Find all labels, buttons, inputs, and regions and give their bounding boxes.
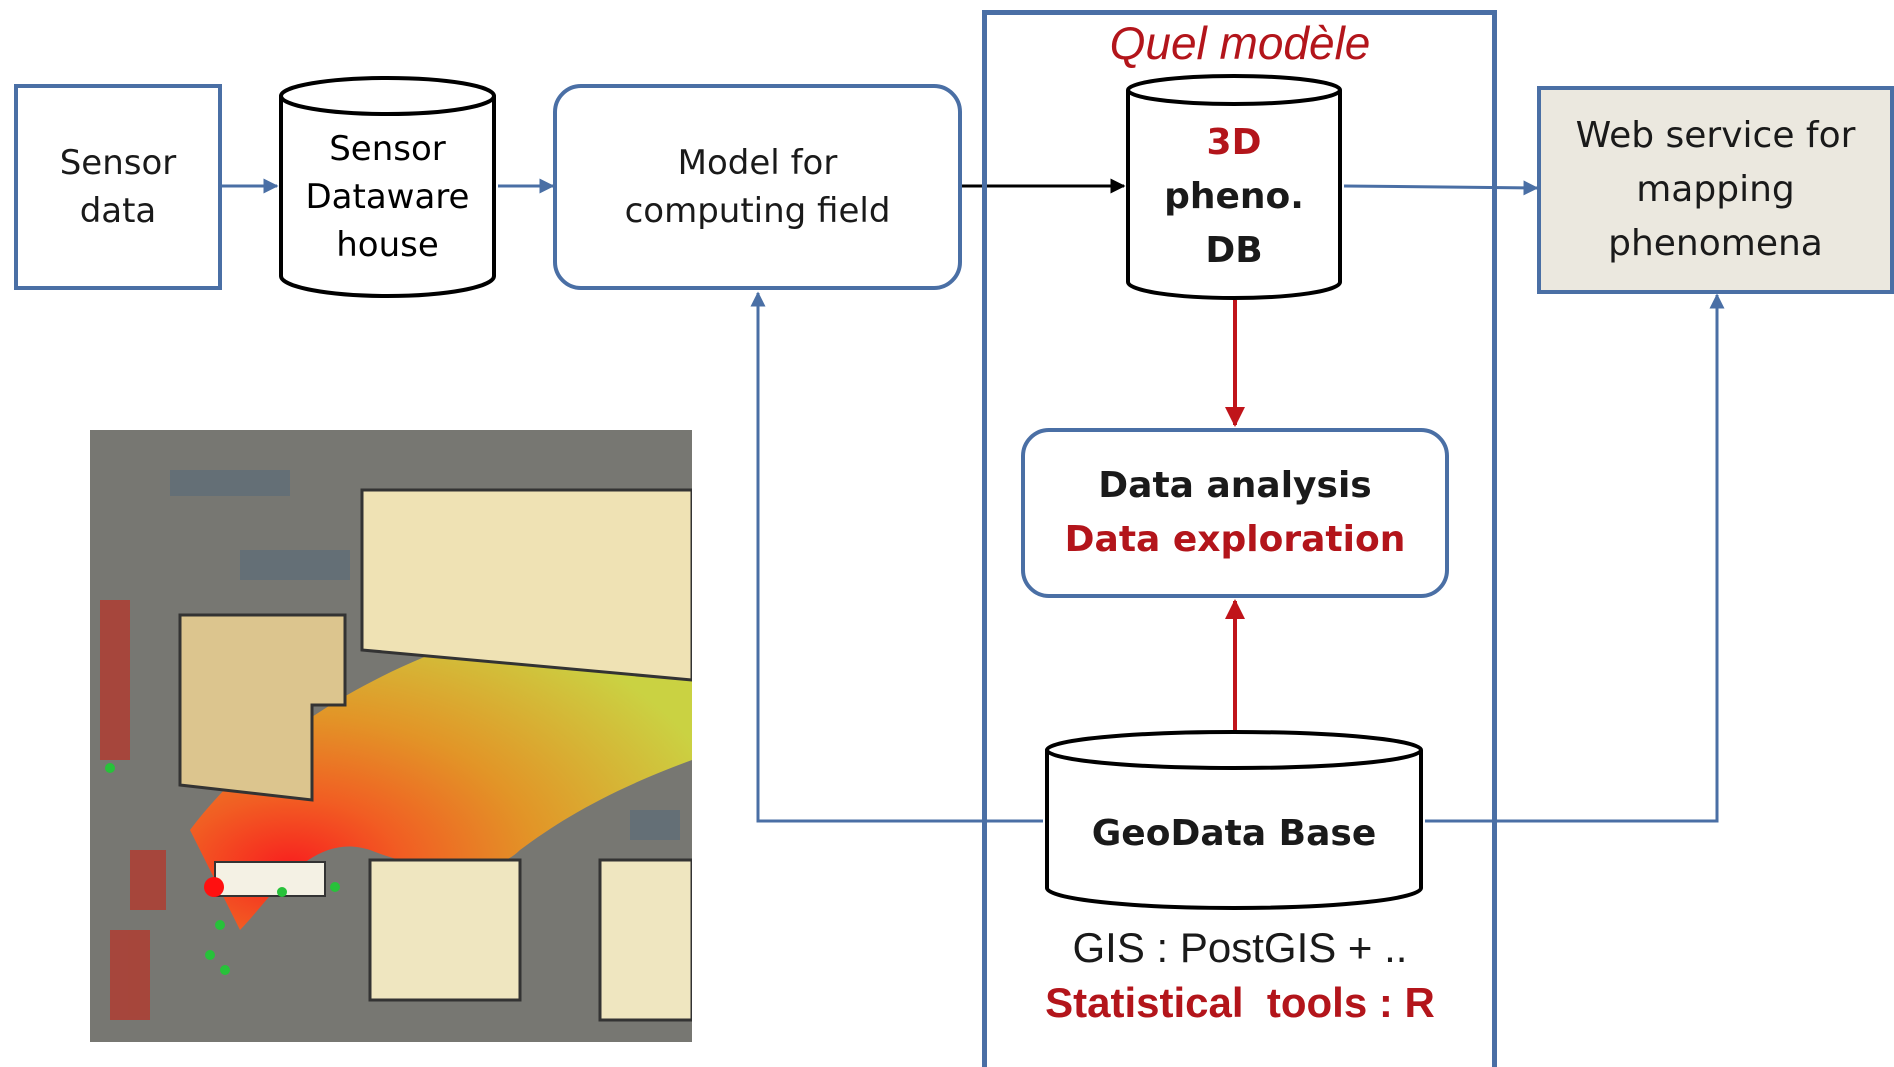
web-service-label: Web service for mapping phenomena xyxy=(1575,115,1856,264)
model-box: Model for computing field xyxy=(553,84,962,290)
data-analysis-line2: Data exploration xyxy=(1064,519,1406,560)
gis-tools-text: GIS : PostGIS + .. xyxy=(1072,924,1408,971)
sensor-warehouse-cylinder: Sensor Dataware house xyxy=(277,74,498,302)
pheno-db-line1: 3D xyxy=(1206,122,1262,163)
cylinder-shape xyxy=(1126,74,1342,300)
data-analysis-box: Data analysis Data exploration xyxy=(1021,428,1449,598)
data-analysis-line1: Data analysis xyxy=(1098,465,1372,506)
pheno-db-line3: DB xyxy=(1205,230,1263,271)
pheno-db-line2: pheno. xyxy=(1164,176,1304,217)
pheno-db-cylinder: 3D pheno. DB xyxy=(1124,72,1344,302)
frame-title: Quel modèle xyxy=(1060,14,1420,72)
arrow-geodata-to-model xyxy=(750,291,1043,823)
stats-tools-text: Statistical tools : R xyxy=(1045,979,1435,1026)
model-label: Model for computing field xyxy=(624,143,891,231)
arrow-geodata-to-web xyxy=(1425,293,1725,823)
aerial-plume-image xyxy=(90,430,692,1042)
sensor-data-box: Sensor data xyxy=(14,84,222,290)
geodata-cylinder: GeoData Base xyxy=(1043,728,1425,912)
sensor-warehouse-label: Sensor Dataware house xyxy=(305,129,470,265)
gis-tools-text-container: GIS : PostGIS + .. xyxy=(1000,920,1480,976)
web-service-box: Web service for mapping phenomena xyxy=(1537,86,1894,294)
frame-title-text: Quel modèle xyxy=(1109,17,1371,69)
geodata-label: GeoData Base xyxy=(1091,812,1377,854)
sensor-data-label: Sensor data xyxy=(59,143,177,231)
cylinder-shape xyxy=(279,76,496,298)
cylinder-shape xyxy=(1045,730,1423,910)
arrow-pheno-db-to-web xyxy=(1343,180,1539,196)
quel-modele-frame xyxy=(982,10,1497,1067)
stats-tools-text-container: Statistical tools : R xyxy=(1000,975,1480,1031)
